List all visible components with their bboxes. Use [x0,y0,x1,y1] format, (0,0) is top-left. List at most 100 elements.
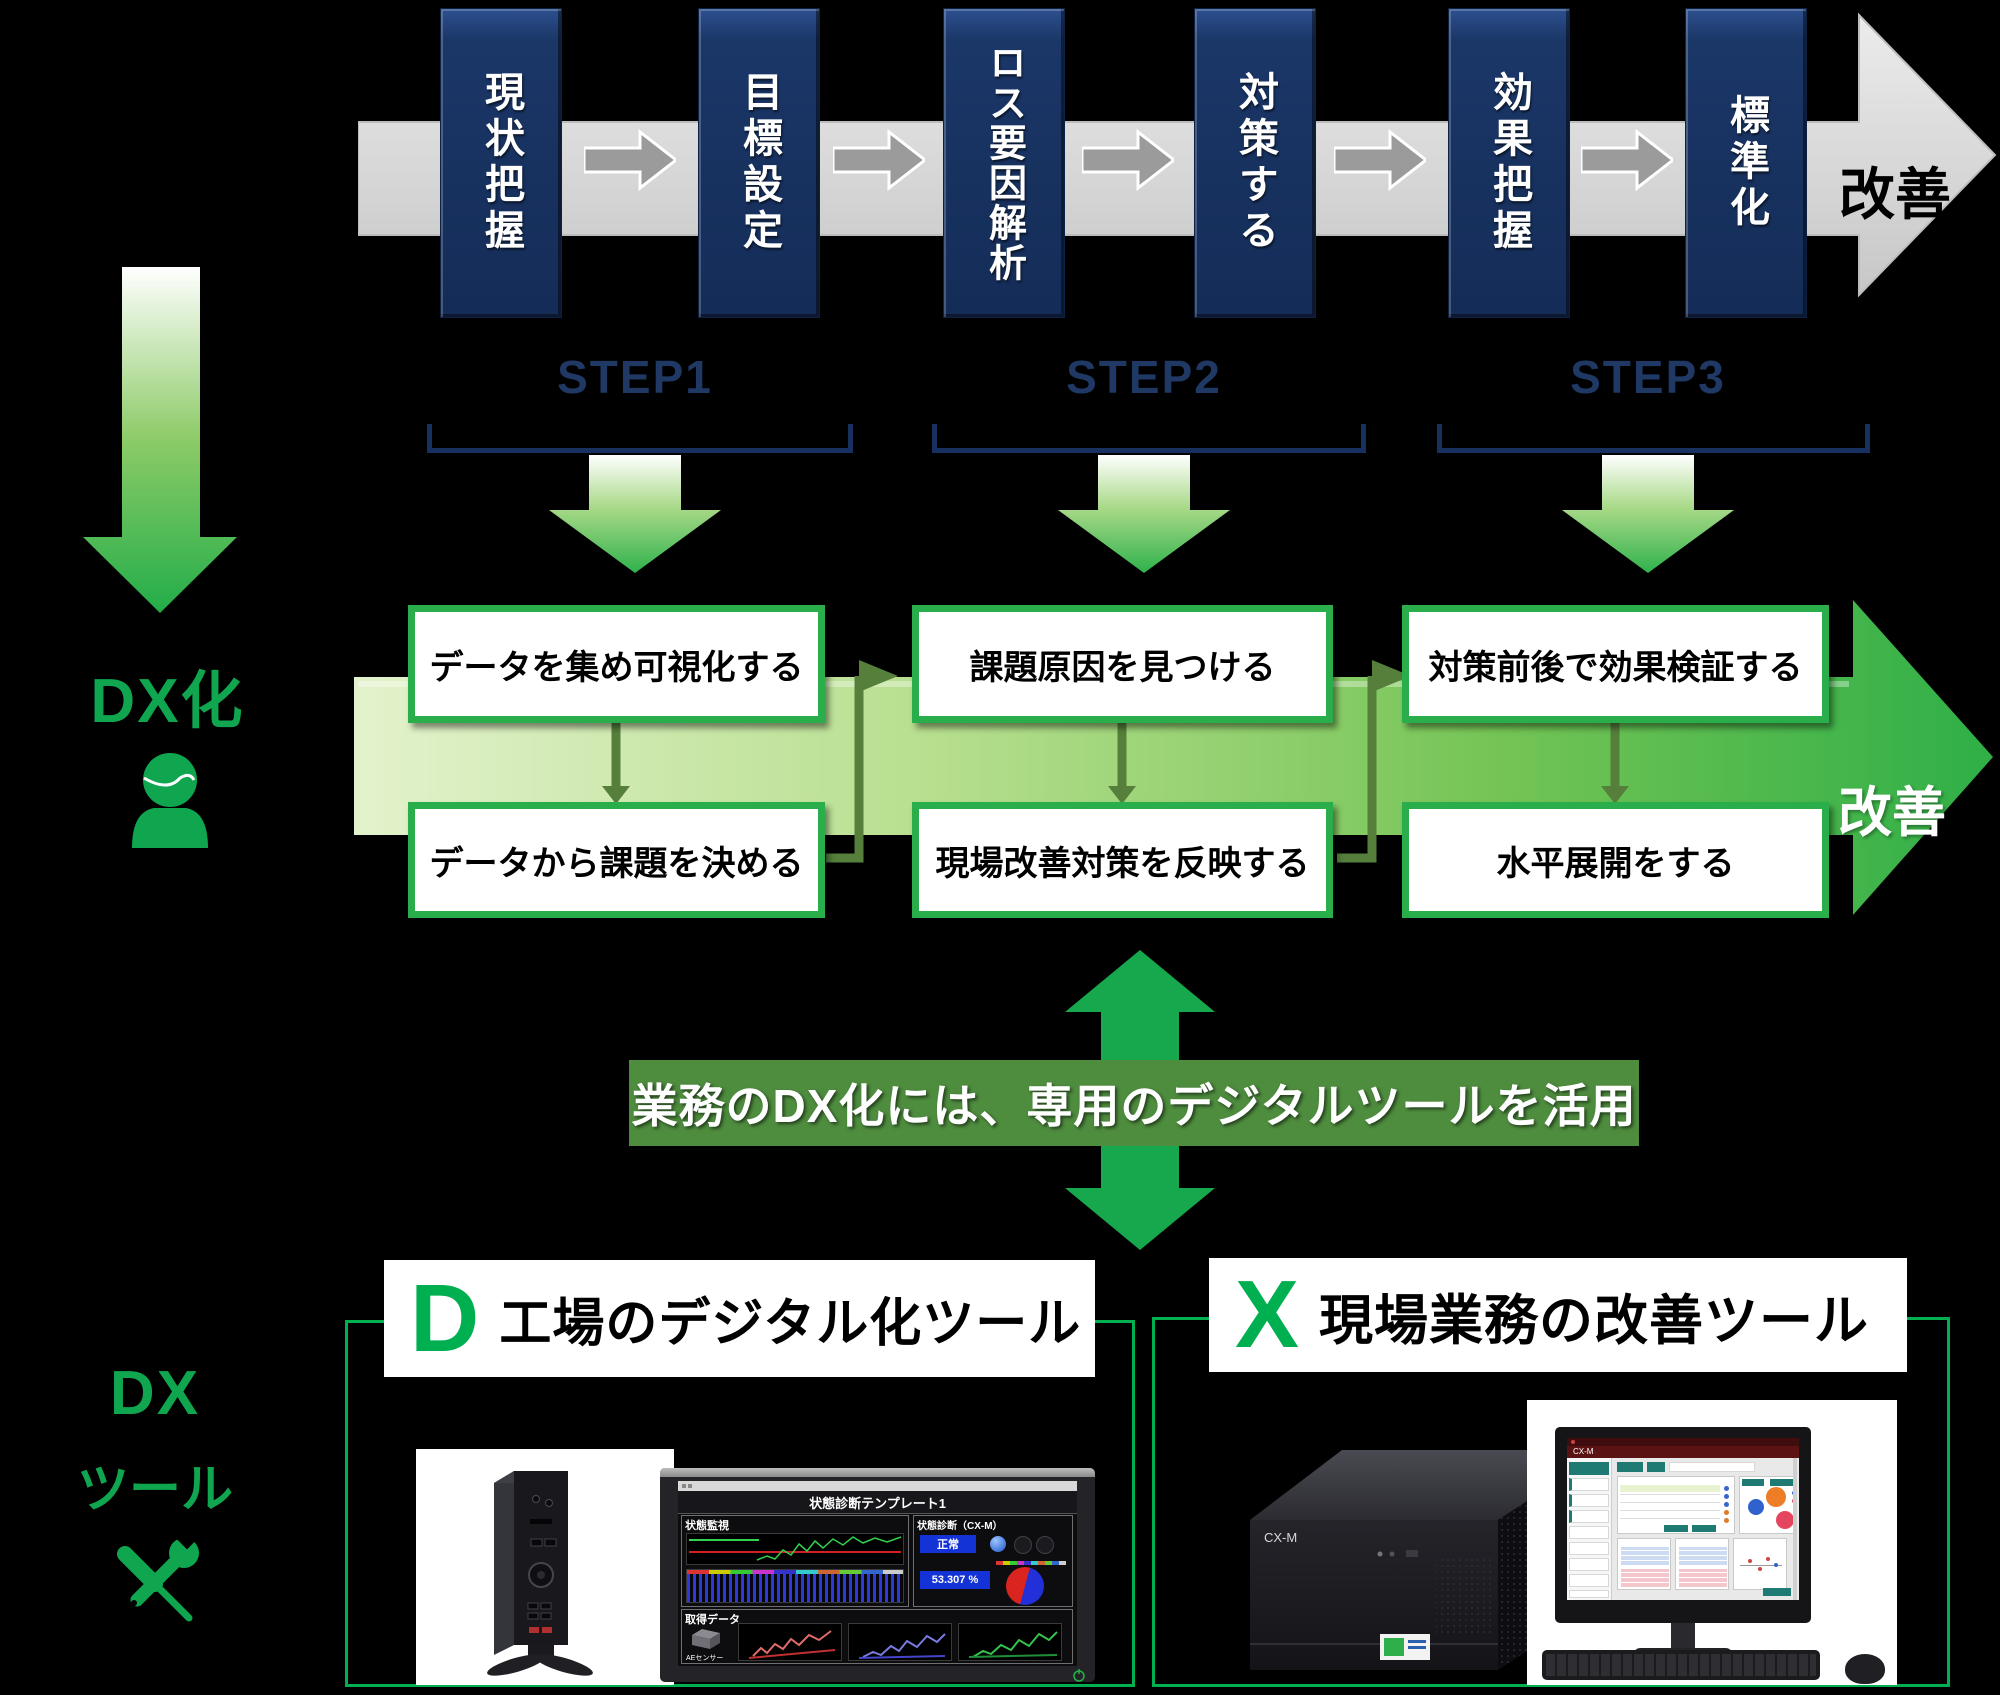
dashboard-screen: 状態診断テンプレート1 状態監視 状態診断（CX-M） 正常 53.307 [678,1481,1077,1666]
cube-device-label: CX-M [1264,1530,1297,1545]
bubble-blue [1748,1499,1764,1515]
process-step-box: 現状把握 [440,8,562,318]
acquired-data-section [681,1609,1073,1664]
step-group-bracket [427,424,853,453]
app-table-card [1675,1538,1729,1590]
connector-arrows [602,660,1629,863]
dx-task-box: データを集め可視化する [408,605,825,723]
pie-legend [996,1561,1066,1565]
app-table-card [1617,1538,1671,1590]
bubble-red [1776,1511,1794,1529]
sidebar-item [1569,1462,1609,1475]
app-window-bar [1567,1438,1799,1446]
process-step-label: 目標設定 [737,71,781,255]
mouse [1845,1654,1885,1684]
process-step-label: 現状把握 [479,71,523,255]
sidebar-item [1569,1558,1609,1571]
dashboard-title-bar: 状態診断テンプレート1 [678,1491,1077,1514]
step-group-label: STEP1 [557,351,713,403]
dx-task-box: 現場改善対策を反映する [912,802,1333,918]
panel-x-title: 現場業務の改善ツール [1319,1290,1870,1351]
step-group-label: STEP3 [1570,351,1726,403]
sidebar-item [1569,1510,1609,1523]
app-header: CX-M [1567,1446,1799,1458]
green-down-arrow-icon [549,455,721,573]
mini-chart-blue [848,1623,952,1661]
green-tall-down-arrow-icon [83,267,237,613]
acquired-data-label: 取得データ [685,1614,740,1626]
monitor-top-strip [660,1468,1095,1477]
bubble-orange [1766,1487,1786,1507]
tools-icon [117,1532,199,1622]
rate-badge: 53.307 % [920,1571,990,1589]
indicator-orb-blue [990,1536,1006,1552]
process-step-box: 対策する [1194,8,1316,318]
pie-chart [1006,1567,1044,1605]
step-group-label: STEP2 [1066,351,1222,403]
sidebar-item [1569,1590,1609,1598]
process-step-label: ロス要因解析 [982,43,1025,283]
step-group-bracket [932,424,1366,453]
dx-task-box: 課題原因を見つける [912,605,1333,723]
app-toolbar-button [1647,1462,1665,1472]
sidebar-item [1569,1478,1609,1491]
dx-improve-label: 改善 [1838,783,1946,843]
dx-task-label: データから課題を決める [429,844,804,883]
dashboard-monitor: 状態診断テンプレート1 状態監視 状態診断（CX-M） 正常 53.307 [660,1468,1095,1682]
app-screen: CX-M [1567,1438,1799,1600]
diagnosis-section-label: 状態診断（CX-M） [917,1521,1003,1532]
gray-arrow-icon [1082,128,1174,192]
indicator-orb-dark [1014,1536,1032,1554]
indicator-orb-dark [1036,1536,1054,1554]
panel-d-title: 工場のデジタル化ツール [499,1295,1082,1353]
dx-tools-label-line1: DX [109,1359,201,1428]
process-step-box: 目標設定 [698,8,820,318]
dx-task-label: 現場改善対策を反映する [935,844,1310,883]
dx-task-box: 水平展開をする [1402,802,1829,918]
dx-tools-label-line2: ツール [76,1461,233,1519]
panel-d-letter: D [410,1264,480,1372]
app-scatter-card [1733,1538,1787,1590]
gray-arrow-icon [1581,128,1673,192]
status-badge: 正常 [920,1535,976,1553]
process-step-box: 効果把握 [1448,8,1570,318]
gray-arrow-icon [1334,128,1426,192]
banner-text: 業務のDX化には、専用のデジタルツールを活用 [631,1080,1637,1132]
dx-task-label: 対策前後で効果検証する [1428,648,1803,687]
app-toolbar-button [1617,1462,1643,1472]
top-improve-label: 改善 [1839,163,1951,226]
mini-pc-photo [416,1449,674,1685]
power-icon [1073,1669,1085,1682]
banner: 業務のDX化には、専用のデジタルツールを活用 [629,1060,1639,1146]
green-down-arrow-icon [1058,455,1230,573]
app-monitor: CX-M [1555,1427,1811,1623]
sidebar-item [1569,1494,1609,1507]
monitor-stand-neck [1671,1623,1695,1650]
dashboard-title: 状態診断テンプレート1 [809,1495,946,1511]
app-scrollbar[interactable] [1793,1458,1797,1600]
status-value: 正常 [937,1539,959,1551]
process-step-box: ロス要因解析 [943,8,1065,318]
sidebar-item [1569,1542,1609,1555]
app-bubble-card [1739,1476,1797,1534]
process-step-label: 効果把握 [1487,71,1531,255]
sensor-label: AEセンサー [686,1655,724,1662]
bar-chart [686,1569,904,1603]
mini-chart-green [958,1623,1062,1661]
app-title: CX-M [1573,1447,1594,1456]
process-step-label: 標準化 [1724,94,1768,232]
gray-arrow-icon [584,128,676,192]
line-chart [686,1533,904,1565]
app-search-field [1669,1462,1755,1472]
panel-x-letter: X [1235,1261,1300,1368]
dx-task-box: 対策前後で効果検証する [1402,605,1829,723]
panel-d-header: D 工場のデジタル化ツール [384,1260,1095,1377]
dx-task-label: データを集め可視化する [429,648,804,687]
mini-pc-drawing [487,1471,593,1676]
green-down-arrow-icon [1562,455,1734,573]
monitor-section-label: 状態監視 [685,1520,729,1532]
keyboard [1542,1650,1820,1680]
sensor-icon [692,1629,720,1649]
app-footer-button [1763,1588,1791,1596]
monitor-section [681,1515,909,1607]
